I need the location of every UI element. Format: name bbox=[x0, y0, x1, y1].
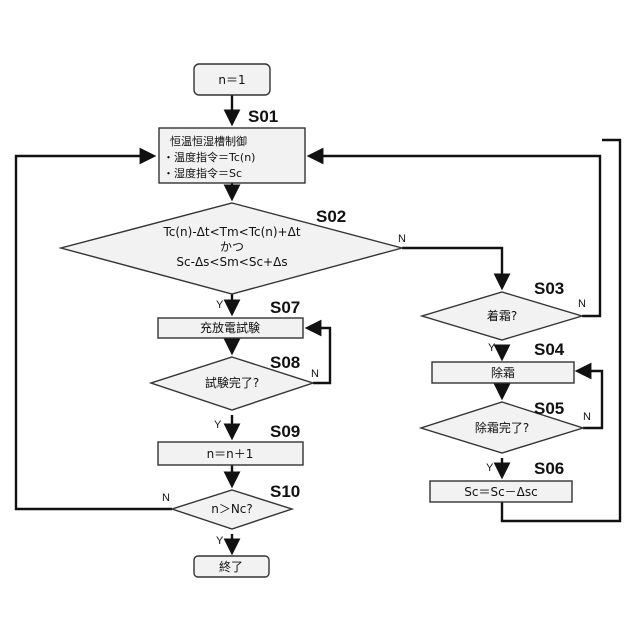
s02-line2: かつ bbox=[220, 240, 244, 254]
start-label: n＝1 bbox=[218, 73, 245, 87]
s08-yes-label: Y bbox=[214, 419, 222, 431]
node-end: 終了 bbox=[194, 556, 269, 577]
s01-line3: ・湿度指令＝Sc bbox=[163, 166, 242, 180]
s02-line1: Tc(n)-Δt<Tm<Tc(n)+Δt bbox=[162, 225, 300, 239]
step-label-s07: S07 bbox=[270, 298, 300, 317]
s02-yes-label: Y bbox=[216, 299, 224, 311]
s05-yes-label: Y bbox=[486, 462, 494, 474]
step-label-s03: S03 bbox=[534, 279, 564, 298]
node-s08: 試験完了? S08 N Y bbox=[151, 353, 319, 431]
s02-line3: Sc-Δs<Sm<Sc+Δs bbox=[176, 255, 287, 269]
step-label-s05: S05 bbox=[534, 399, 564, 418]
node-s05: 除霜完了? S05 N Y bbox=[421, 399, 591, 474]
step-label-s06: S06 bbox=[534, 459, 564, 478]
arrow-s02-s03 bbox=[402, 248, 502, 287]
s03-no-label: N bbox=[578, 298, 586, 310]
end-label: 終了 bbox=[219, 559, 243, 574]
step-label-s10: S10 bbox=[270, 482, 300, 501]
s08-no-label: N bbox=[311, 368, 319, 380]
step-label-s02: S02 bbox=[316, 207, 346, 226]
s05-label: 除霜完了? bbox=[475, 420, 529, 435]
step-label-s08: S08 bbox=[270, 353, 300, 372]
s10-label: n＞Nc? bbox=[211, 502, 253, 516]
s03-yes-label: Y bbox=[488, 342, 496, 354]
node-start: n＝1 bbox=[194, 64, 270, 95]
node-s07: 充放電試験 S07 bbox=[158, 298, 303, 338]
arrow-s10-loop-s01 bbox=[16, 156, 172, 509]
node-s02: Tc(n)-Δt<Tm<Tc(n)+Δt かつ Sc-Δs<Sm<Sc+Δs S… bbox=[61, 203, 406, 311]
s10-no-label: N bbox=[162, 492, 170, 504]
s08-label: 試験完了? bbox=[205, 375, 259, 390]
s06-label: Sc＝Sc－Δsc bbox=[464, 485, 538, 499]
step-label-s01: S01 bbox=[248, 107, 278, 126]
s05-no-label: N bbox=[583, 411, 591, 423]
s03-label: 着霜? bbox=[487, 308, 517, 323]
s02-no-label: N bbox=[398, 233, 406, 245]
step-label-s09: S09 bbox=[270, 422, 300, 441]
node-s09: n＝n＋1 S09 bbox=[158, 422, 303, 465]
s01-line1: 恒温恒湿槽制御 bbox=[170, 134, 247, 148]
s07-label: 充放電試験 bbox=[200, 320, 260, 335]
step-label-s04: S04 bbox=[534, 340, 565, 359]
s10-yes-label: Y bbox=[216, 535, 224, 547]
s09-label: n＝n＋1 bbox=[207, 447, 254, 461]
s04-label: 除霜 bbox=[491, 365, 515, 380]
s01-line2: ・温度指令＝Tc(n) bbox=[163, 150, 255, 164]
